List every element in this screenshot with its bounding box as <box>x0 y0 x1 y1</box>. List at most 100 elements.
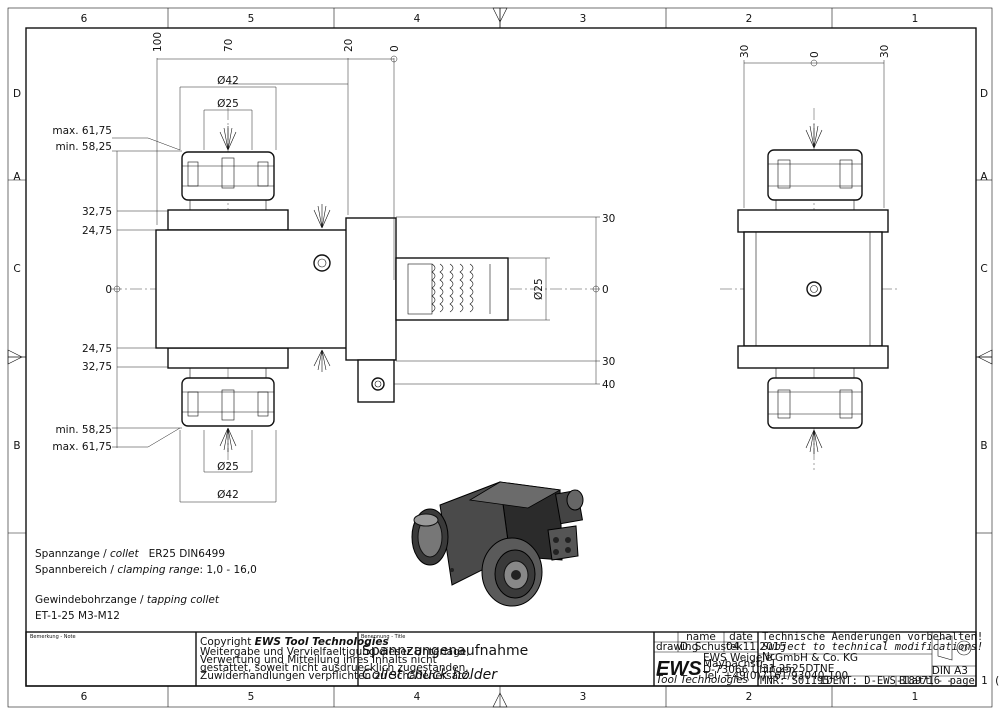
note-tapping-de: Gewindebohrzange / <box>35 594 147 606</box>
din-format: DIN A3 <box>932 665 968 677</box>
row-label-left: C <box>13 263 20 275</box>
row-label-left: A <box>13 171 21 183</box>
copyright-line: Zuwiderhandlungen verpflichten zu Schade… <box>200 670 471 682</box>
ident: IDENT: D-EWS-189716 - <box>820 675 953 687</box>
upper-collet-nut <box>181 151 275 201</box>
notes: Spannzange / collet ER25 DIN6499 Spannber… <box>35 548 257 622</box>
col-label-top: 1 <box>912 13 919 25</box>
mnr: MNR: S01195 <box>760 675 830 687</box>
logo-subtitle: Tool Technologies <box>656 674 749 686</box>
dim-r30-bot: 30 <box>602 356 615 368</box>
company-line: Maybachstr. 1 <box>703 658 777 670</box>
dim-min-top: min. 58,25 <box>55 141 112 153</box>
note-range-de: Spannbereich / <box>35 564 117 576</box>
tech-note-en: Subject to technical modifications! <box>762 641 983 653</box>
dim-dia25-top: Ø25 <box>217 98 239 110</box>
note-collet-de: Spannzange / <box>35 548 110 560</box>
note-range-en: clamping range <box>117 564 199 576</box>
dim-min-bot: min. 58,25 <box>55 424 112 436</box>
title-english: Collet chuck holder <box>362 667 498 683</box>
side-dim-30-left: 30 <box>739 45 751 58</box>
col-label-bottom: 5 <box>248 691 255 703</box>
col-label-top: 2 <box>746 13 753 25</box>
tech-note-de: Technische Aenderungen vorbehalten! <box>762 631 983 643</box>
isometric-render <box>411 481 584 607</box>
dim-r0: 0 <box>602 284 609 296</box>
lug <box>357 359 395 403</box>
row-label-right: C <box>980 263 987 275</box>
note-collet-value: ER25 DIN6499 <box>149 548 225 560</box>
col-label-bottom: 6 <box>81 691 88 703</box>
copyright-line: Weitergabe und Vervielfaeltigung dieser … <box>200 646 470 658</box>
copyright-prefix: Copyright <box>200 636 255 648</box>
designation-label: Benennung - Title <box>361 634 405 640</box>
company-line: Tel. +49(0)7161/93040-100 <box>702 670 848 682</box>
dim-max-bot: max. 61,75 <box>52 441 112 453</box>
side-dim-0: 0 <box>809 51 821 58</box>
remark-label: Bemerkung - Note <box>30 634 76 640</box>
lower-collet-nut <box>181 377 275 427</box>
title-block: Bemerkung - Note Copyright EWS Tool Tech… <box>25 631 1000 687</box>
dim-r30-top: 30 <box>602 213 615 225</box>
note-range-value: : 1,0 - 16,0 <box>199 564 256 576</box>
col-date-header: date <box>729 631 753 643</box>
company-line: D-73066 Uhingen <box>703 664 795 676</box>
dim-dia42-top: Ø42 <box>217 75 239 87</box>
side-view: 30 0 30 <box>720 45 900 470</box>
flange <box>345 217 397 361</box>
copyright-line: gestattet, soweit nicht ausdruecklich zu… <box>200 662 469 674</box>
col-label-top: 3 <box>580 13 587 25</box>
row-drawing-label: drawing <box>656 641 698 653</box>
side-housing <box>743 231 883 347</box>
svg-text:Copyright EWS Tool Technologie: Copyright EWS Tool Technologies <box>200 636 389 648</box>
note-collet-en: collet <box>110 548 139 560</box>
copyright-brand: EWS Tool Technologies <box>255 636 389 648</box>
dim-dia25-bot: Ø25 <box>217 461 239 473</box>
col-label-top: 5 <box>248 13 255 25</box>
col-label-bottom: 3 <box>580 691 587 703</box>
dim-3275-bot: 32,75 <box>82 361 112 373</box>
dim-3275-top: 32,75 <box>82 206 112 218</box>
svg-text:Spannbereich / clamping range:: Spannbereich / clamping range: 1,0 - 16,… <box>35 564 257 576</box>
title-german: Spannzangenaufnahme <box>362 643 528 659</box>
dim-max-top: max. 61,75 <box>52 125 112 137</box>
nr-label: Nr. <box>762 651 777 663</box>
row-label-right: A <box>980 171 988 183</box>
row-label-left: D <box>13 88 21 100</box>
col-label-bottom: 4 <box>414 691 421 703</box>
copyright-line: Verwertung und Mitteilung ihres Inhalts … <box>200 654 437 666</box>
dim-shank-dia: Ø25 <box>533 278 545 300</box>
dim-2475-top: 24,75 <box>82 225 112 237</box>
projection-symbol-icon <box>937 635 972 661</box>
row-label-right: D <box>980 88 988 100</box>
company-line: EWS Weigele GmbH & Co. KG <box>703 652 858 664</box>
drawn-by: D. Schustek <box>680 641 744 653</box>
col-label-bottom: 1 <box>912 691 919 703</box>
dim-70: 70 <box>223 39 235 52</box>
side-dim-30-right: 30 <box>879 45 891 58</box>
row-label-right: B <box>980 440 987 452</box>
frame-labels: 6 5 4 3 2 1 6 5 4 3 2 1 D C B A D C B A <box>13 13 988 703</box>
note-tapping-en: tapping collet <box>147 594 220 606</box>
dim-zero-left: 0 <box>105 284 112 296</box>
front-view: 100 70 20 0 Ø42 Ø25 max. 61,75 min. 58,2… <box>52 32 615 503</box>
ews-logo: EWS <box>656 658 702 680</box>
part-number: 31.2525DTNE <box>762 663 834 675</box>
main-housing <box>155 229 351 349</box>
col-name-header: name <box>686 631 716 643</box>
row-label-left: B <box>13 440 20 452</box>
sheet-info: Blatt - page 1 (1) <box>899 675 1000 687</box>
drawn-date: 04.11.2015 <box>726 641 786 653</box>
dim-dia42-bot: Ø42 <box>217 489 239 501</box>
col-label-bottom: 2 <box>746 691 753 703</box>
dim-2475-bot: 24,75 <box>82 343 112 355</box>
note-tapping-value: ET-1-25 M3-M12 <box>35 610 120 622</box>
col-label-top: 6 <box>81 13 88 25</box>
col-label-top: 4 <box>414 13 421 25</box>
dim-0: 0 <box>389 45 401 52</box>
shank <box>395 257 509 321</box>
dim-r40: 40 <box>602 379 615 391</box>
dim-20: 20 <box>343 39 355 52</box>
